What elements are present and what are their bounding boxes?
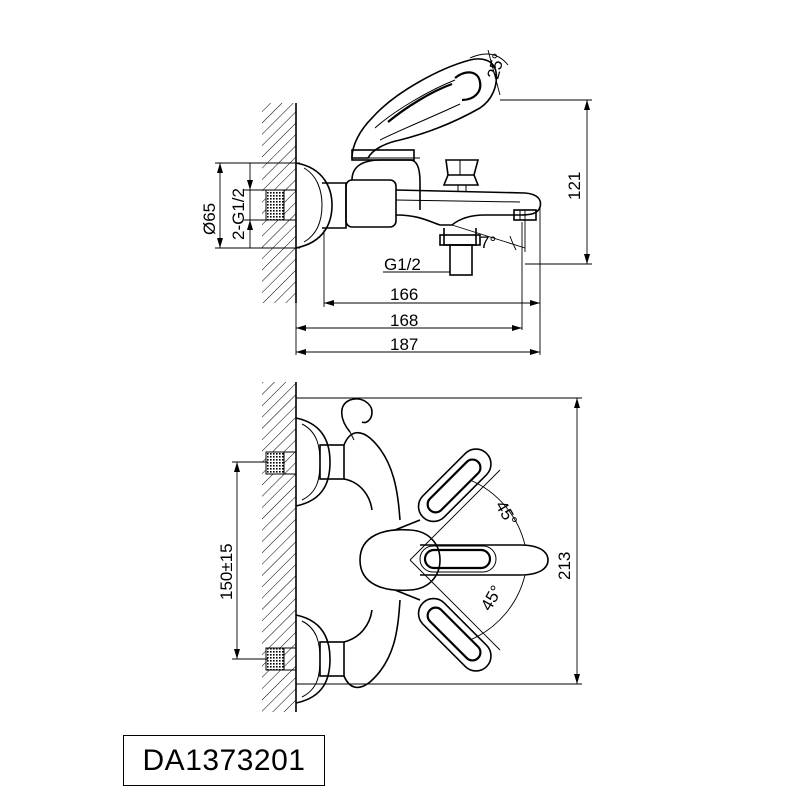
top-view: 45° 45° 150±15 213	[217, 382, 582, 712]
dim-total-width: 213	[555, 552, 574, 580]
model-label-box: DA1373201	[123, 735, 325, 786]
dim-length-166: 166	[390, 285, 418, 304]
diverter-knob	[445, 159, 480, 176]
model-code: DA1373201	[142, 743, 306, 777]
inlet-thread-upper	[265, 451, 285, 475]
side-view: 25° 121 Ø65 2-G1/2 7° G1/2	[200, 49, 592, 355]
lever-center	[420, 544, 549, 576]
lever-handle-side	[351, 58, 498, 159]
dim-angle-lower: 45°	[477, 582, 506, 614]
dim-spout-angle: 7°	[480, 233, 496, 252]
handle-hub-top	[359, 528, 441, 592]
hose-hook	[340, 398, 373, 433]
dim-outlet-thread: G1/2	[384, 255, 421, 274]
lever-rotated-lower	[417, 597, 492, 672]
dim-flange-diameter: Ø65	[200, 203, 219, 235]
lever-rotated-upper	[417, 448, 492, 523]
flange-side	[295, 162, 333, 249]
flange-lower	[295, 614, 331, 704]
dim-length-187: 187	[390, 335, 418, 354]
dim-inlet-thread: 2-G1/2	[229, 188, 248, 240]
dim-center-distance: 150±15	[217, 543, 236, 600]
spout-side	[395, 189, 542, 226]
mixer-body-side	[351, 159, 421, 210]
dim-angle-upper: 45°	[492, 498, 521, 530]
flange-upper	[295, 417, 331, 507]
dim-length-168: 168	[390, 311, 418, 330]
dim-angle-handle: 25°	[484, 51, 509, 81]
mixer-body-top	[343, 431, 401, 689]
inlet-thread-lower	[265, 647, 285, 671]
outlet-thread	[449, 244, 473, 276]
dim-height-total: 121	[565, 172, 584, 200]
inlet-thread	[265, 189, 285, 221]
